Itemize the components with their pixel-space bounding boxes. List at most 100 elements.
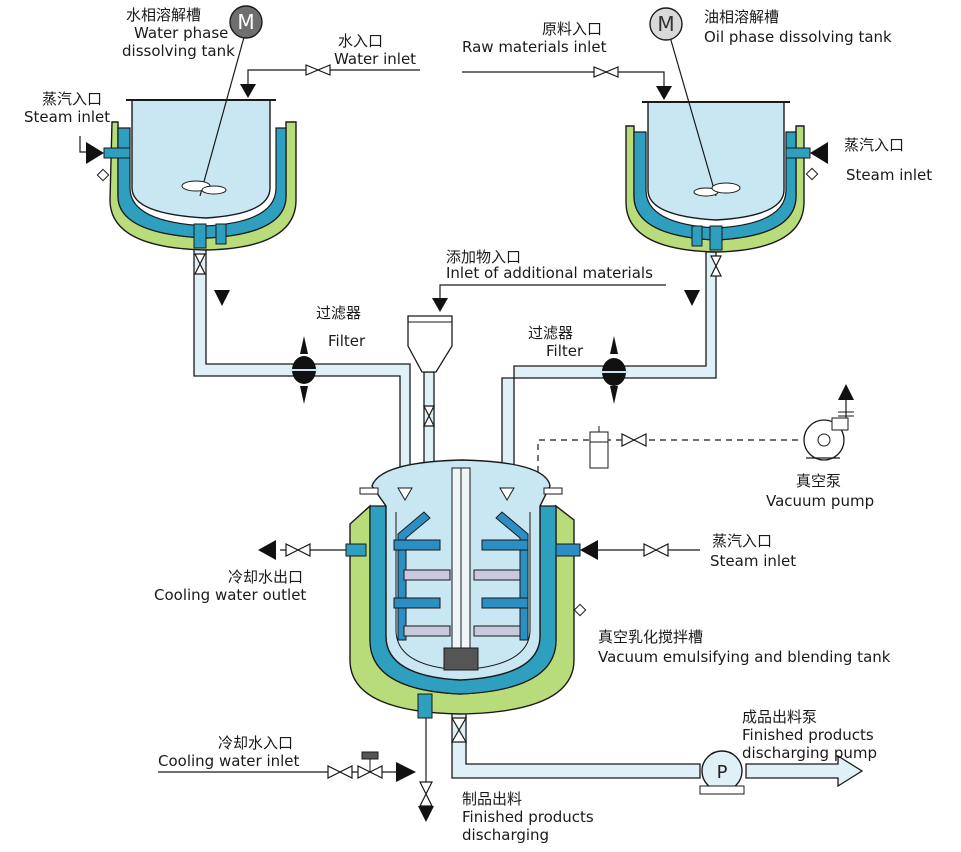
water-motor-letter: M bbox=[237, 10, 254, 34]
valve-water-tank-out bbox=[194, 253, 206, 275]
additive-funnel bbox=[407, 315, 453, 373]
paddle-right-1 bbox=[481, 539, 529, 551]
baffle-right-2 bbox=[473, 625, 521, 637]
flow-arrows bbox=[86, 84, 854, 822]
label-oil-tank-cn: 油相溶解槽 bbox=[704, 8, 779, 26]
label-cool-out-cn: 冷却水出口 bbox=[228, 568, 303, 586]
valve-discharge bbox=[419, 781, 433, 807]
main-tank-cool-nozzle bbox=[345, 543, 367, 557]
label-product-pump-en2: discharging pump bbox=[742, 744, 877, 762]
filter-right bbox=[600, 336, 628, 404]
water-tank-outlet-right bbox=[215, 223, 227, 245]
label-product-pump-cn: 成品出料泵 bbox=[742, 708, 817, 726]
valve-steam-main bbox=[643, 543, 669, 557]
cool-in-valve-handle bbox=[361, 751, 379, 772]
arrow-cool-in bbox=[396, 762, 416, 782]
label-cool-in-cn: 冷却水入口 bbox=[218, 734, 293, 752]
main-tank-steam-nozzle bbox=[555, 543, 581, 557]
label-raw-inlet-cn: 原料入口 bbox=[542, 20, 602, 38]
label-cool-out-en: Cooling water outlet bbox=[154, 586, 306, 604]
arrow-additive bbox=[432, 298, 448, 312]
valve-additive bbox=[423, 405, 435, 427]
product-discharge-pump: P bbox=[699, 750, 745, 795]
vacuum-line bbox=[537, 439, 800, 472]
valve-cool-in-1 bbox=[327, 765, 353, 779]
main-tank-bottom-jacket bbox=[417, 693, 433, 719]
water-tank-vessel bbox=[131, 99, 271, 219]
raw-inlet-line bbox=[462, 71, 665, 88]
filter-left bbox=[290, 336, 318, 404]
label-filter-right-en: Filter bbox=[546, 342, 584, 360]
arrow-water-inlet bbox=[240, 84, 256, 98]
label-water-tank-cn: 水相溶解槽 bbox=[126, 6, 201, 24]
label-water-inlet-cn: 水入口 bbox=[338, 32, 383, 50]
label-water-tank-en1: Water phase bbox=[134, 24, 228, 42]
arrow-discharge bbox=[418, 806, 434, 822]
arrow-steam-left bbox=[86, 142, 104, 164]
oil-tank-motor: M bbox=[649, 7, 683, 41]
label-cool-in-en: Cooling water inlet bbox=[158, 752, 300, 770]
oil-tank-jacket-band bbox=[633, 131, 797, 241]
water-tank-steam-nozzle bbox=[103, 147, 131, 159]
valve-water-inlet bbox=[305, 64, 331, 76]
label-filter-left-cn: 过滤器 bbox=[316, 304, 361, 322]
label-steam-right-cn: 蒸汽入口 bbox=[844, 136, 904, 154]
label-water-tank-en2: dissolving tank bbox=[122, 42, 235, 60]
water-tank-jacket-band bbox=[117, 127, 287, 239]
oil-tank-outlet-right bbox=[709, 225, 723, 251]
label-main-tank-cn: 真空乳化搅拌槽 bbox=[598, 628, 703, 646]
label-vacuum-pump-cn: 真空泵 bbox=[796, 472, 841, 490]
paddle-right-2 bbox=[481, 597, 529, 609]
label-raw-inlet-en: Raw materials inlet bbox=[462, 38, 607, 56]
baffle-left-1 bbox=[403, 569, 451, 581]
arrow-steam-right bbox=[810, 142, 828, 164]
main-emulsifying-tank bbox=[345, 459, 587, 719]
label-vacuum-pump-en: Vacuum pump bbox=[766, 492, 874, 510]
label-steam-right-en: Steam inlet bbox=[846, 166, 932, 184]
label-oil-tank-en: Oil phase dissolving tank bbox=[704, 28, 892, 46]
main-tank-gauge bbox=[573, 603, 587, 617]
oil-tank-outlet-left bbox=[691, 225, 703, 247]
additive-line bbox=[439, 284, 666, 300]
oil-tank-vessel bbox=[647, 101, 785, 221]
pipe-product-discharge bbox=[451, 711, 701, 779]
label-filter-left-en: Filter bbox=[328, 332, 366, 350]
label-steam-left-en: Steam inlet bbox=[24, 108, 110, 126]
valve-raw-inlet bbox=[593, 66, 619, 78]
label-additive-cn: 添加物入口 bbox=[446, 248, 521, 266]
label-main-tank-en: Vacuum emulsifying and blending tank bbox=[598, 648, 891, 666]
label-steam-left-cn: 蒸汽入口 bbox=[42, 90, 102, 108]
water-inlet-line bbox=[247, 69, 420, 86]
label-steam-main-en: Steam inlet bbox=[710, 552, 796, 570]
arrow-water-tank-drain bbox=[214, 290, 230, 306]
water-tank-shaft bbox=[199, 29, 247, 197]
valve-product bbox=[450, 717, 468, 743]
labels: 水相溶解槽 Water phase dissolving tank 水入口 Wa… bbox=[24, 6, 932, 844]
label-discharge-cn: 制品出料 bbox=[462, 790, 522, 808]
water-tank-gauge bbox=[96, 168, 110, 182]
arrow-vacuum-exhaust bbox=[838, 384, 854, 400]
arrow-oil-tank-drain bbox=[684, 290, 700, 306]
lid-bolt-left bbox=[359, 487, 379, 495]
arrow-cool-out bbox=[258, 540, 276, 560]
oil-motor-letter: M bbox=[657, 12, 674, 36]
oil-tank-shaft bbox=[667, 29, 717, 197]
oil-tank-impeller bbox=[693, 182, 741, 197]
label-discharge-en1: Finished products bbox=[462, 808, 594, 826]
water-tank-outlet-left bbox=[193, 223, 207, 249]
oil-tank-gauge bbox=[805, 167, 819, 181]
water-phase-tank bbox=[96, 29, 297, 251]
oil-tank-steam-nozzle bbox=[785, 147, 811, 159]
valve-oil-tank-out bbox=[710, 255, 722, 277]
baffle-right-1 bbox=[473, 569, 521, 581]
water-tank-impeller bbox=[181, 180, 227, 195]
homogenizer-head bbox=[443, 647, 479, 671]
label-additive-en: Inlet of additional materials bbox=[446, 264, 653, 282]
arrow-into-tank-left bbox=[397, 487, 413, 501]
label-product-pump-en1: Finished products bbox=[742, 726, 874, 744]
arrow-into-tank-right bbox=[499, 487, 515, 501]
arrow-steam-main bbox=[580, 540, 598, 560]
valve-cool-out bbox=[285, 543, 311, 557]
label-steam-main-cn: 蒸汽入口 bbox=[712, 532, 772, 550]
